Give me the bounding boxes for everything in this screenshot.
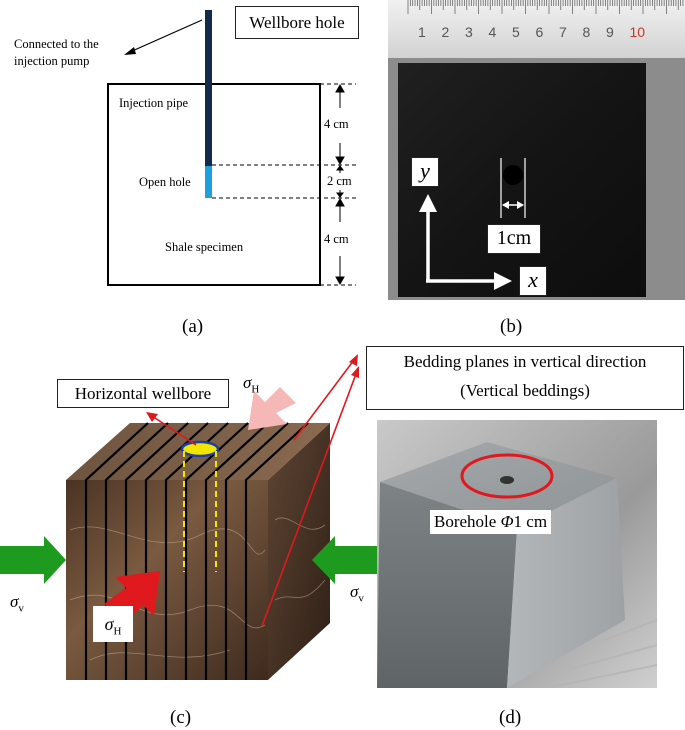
bedding-planes-line1: Bedding planes in vertical direction (403, 352, 647, 371)
panel-c-caption: (c) (170, 707, 192, 728)
shale-specimen-box (107, 83, 321, 286)
ruler-number: 6 (535, 24, 544, 40)
open-hole-segment (205, 166, 212, 198)
hole-size-label: 1cm (487, 224, 541, 254)
ruler-number: 8 (582, 24, 591, 40)
bedding-pointer-2 (261, 373, 357, 627)
y-axis-label: y (411, 157, 439, 187)
bedding-line (144, 422, 209, 680)
ruler-number: 5 (512, 24, 520, 40)
panel-c-drawing (0, 354, 377, 680)
dim-top-label: 4 cm (324, 117, 349, 131)
sigma-v-right-arrow (312, 536, 377, 584)
connected-label-line2: injection pump (14, 54, 90, 68)
dim-mid-label: 2 cm (327, 174, 352, 188)
wellbore-hole-dot (503, 165, 523, 185)
bedding-line (244, 422, 309, 680)
shale-specimen-label: Shale specimen (165, 240, 244, 254)
injection-pipe (205, 10, 212, 166)
open-hole-label: Open hole (139, 175, 191, 189)
borehole-label: Borehole Φ1 cm (430, 510, 552, 534)
sigma-h-top-label: σH (243, 373, 260, 396)
sigma-h-pink-arrow (248, 387, 296, 430)
bedding-line (184, 422, 249, 680)
ruler-number: 7 (559, 24, 567, 40)
bedding-planes-line2: (Vertical beddings) (460, 381, 590, 400)
sigma-h-front-label: σH (93, 606, 133, 642)
wellbore-ellipse (180, 440, 220, 458)
x-axis-label: x (519, 266, 547, 296)
ruler-number: 4 (488, 24, 497, 40)
stone-top-face (380, 442, 617, 528)
wellbore-pointer (151, 415, 197, 446)
dim-bot-label: 4 cm (324, 232, 349, 246)
ruler-number: 3 (465, 24, 473, 40)
sigma-v-right-label: σv (350, 582, 364, 605)
bedding-line (84, 422, 149, 680)
bedding-line (224, 422, 289, 680)
ruler-ticks (407, 0, 684, 14)
panel-b-caption: (b) (500, 316, 523, 337)
borehole-red-circle (460, 453, 554, 499)
dimension-arrows (335, 83, 345, 286)
shale-block (398, 63, 646, 297)
bedding-planes-box: Bedding planes in vertical direction (Ve… (366, 346, 684, 410)
connected-label-line1: Connected to the (14, 37, 99, 51)
ruler (388, 0, 685, 58)
pump-arrow (129, 19, 203, 53)
panel-a-caption: (a) (182, 316, 204, 337)
borehole-dot (500, 476, 514, 484)
ruler-number: 10 (629, 24, 646, 40)
injection-pipe-label: Injection pipe (119, 96, 189, 110)
bedding-line (204, 422, 269, 680)
horizontal-wellbore-label: Horizontal wellbore (57, 379, 229, 408)
panel-d-photo (377, 420, 657, 688)
ruler-number: 9 (606, 24, 614, 40)
wellbore-hole-label: Wellbore hole (235, 6, 359, 39)
panel-d-caption: (d) (499, 707, 522, 728)
panel-b-photo (388, 0, 685, 300)
ruler-number: 2 (441, 24, 450, 40)
sigma-v-left-label: σv (10, 592, 24, 615)
bedding-pointer-1 (293, 359, 355, 441)
ruler-number: 1 (418, 24, 426, 40)
sigma-v-left-arrow (0, 536, 66, 584)
